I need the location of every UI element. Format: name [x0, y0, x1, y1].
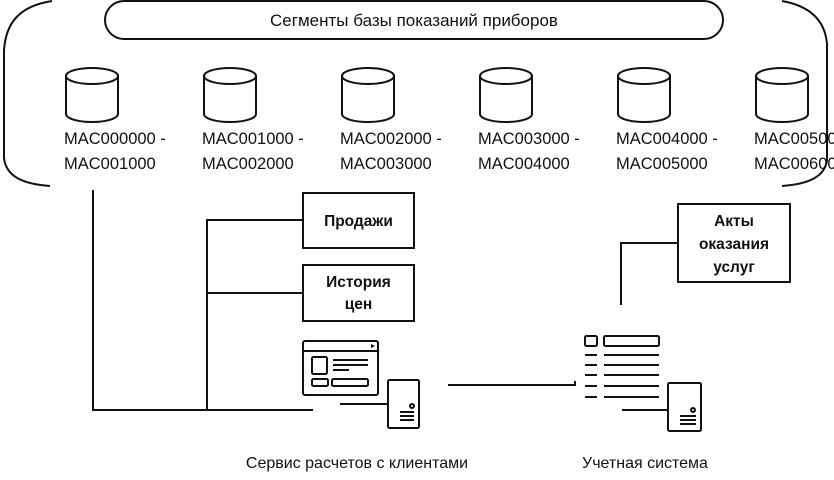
segment-range-end: MAC006000: [754, 155, 834, 173]
database-segment: MAC004000 - MAC005000: [616, 67, 718, 173]
cylinder-top: [341, 67, 395, 85]
database-segment: MAC001000 - MAC002000: [202, 67, 304, 173]
segments-container-right-bracket: [781, 0, 828, 187]
cylinder-body: [479, 76, 533, 123]
database-icon: [65, 67, 119, 123]
segment-range-end: MAC002000: [202, 155, 294, 173]
database-segment: MAC002000 - MAC003000: [340, 67, 442, 173]
app-window-frame: [302, 340, 379, 396]
app-window-icon: [302, 340, 379, 396]
service-acts-box-frame: [677, 203, 791, 283]
price-history-box: История цен: [302, 264, 415, 322]
segment-range-start: MAC004000 -: [616, 130, 718, 148]
billing-server-icon: [387, 379, 420, 429]
service-acts-label-line2: оказания: [699, 236, 769, 253]
database-icon: [479, 67, 533, 123]
database-segments: MAC000000 - MAC001000 MAC001000 - MAC002000…: [64, 67, 834, 173]
database-icon: [203, 67, 257, 123]
cylinder-body: [617, 76, 671, 123]
app-window-close-glyph: [371, 344, 375, 348]
doc-header-field: [603, 335, 660, 347]
segments-container-left-bracket: [3, 0, 53, 187]
accounting-system-label: Учетная система: [582, 455, 708, 472]
app-window-button-block: [311, 378, 329, 387]
segment-range-end: MAC001000: [64, 155, 156, 173]
database-icon: [755, 67, 809, 123]
title-pill-shape: [104, 0, 724, 40]
tables-branch-connector: [206, 219, 303, 410]
sales-box-label: Продажи: [324, 213, 393, 230]
cylinder-body: [755, 76, 809, 123]
segment-range-end: MAC003000: [340, 155, 432, 173]
app-window-input-block: [331, 378, 369, 387]
cylinder-body: [65, 76, 119, 123]
database-segment: MAC000000 - MAC001000: [64, 67, 166, 173]
server-power-led: [409, 403, 415, 409]
cylinder-body: [341, 76, 395, 123]
cylinder-top: [65, 67, 119, 85]
segment-range-start: MAC003000 -: [478, 130, 580, 148]
segment-range-end: MAC005000: [616, 155, 708, 173]
segment-range-start: MAC002000 -: [340, 130, 442, 148]
accounting-server-icon: [667, 382, 702, 432]
segment-range-start: MAC001000 -: [202, 130, 304, 148]
price-history-label-line2: цен: [345, 296, 373, 313]
price-history-box-frame: [302, 264, 415, 322]
segments-title: Сегменты базы показаний приборов: [270, 11, 558, 30]
segment-range-start: MAC005000 -: [754, 130, 834, 148]
accounting-to-acts-connector: [620, 242, 678, 305]
cylinder-top: [617, 67, 671, 85]
segments-to-billing-connector: [92, 190, 313, 411]
database-icon: [617, 67, 671, 123]
document-list-icon: [584, 335, 660, 398]
database-segment: MAC003000 - MAC004000: [478, 67, 580, 173]
app-window-image-block: [311, 356, 328, 375]
billing-service-label: Сервис расчетов с клиентами: [246, 455, 468, 472]
server-power-led: [690, 407, 696, 413]
billing-to-accounting-connector: [448, 381, 576, 386]
database-icon: [341, 67, 395, 123]
cylinder-top: [203, 67, 257, 85]
service-acts-box: Акты оказания услуг: [677, 203, 791, 283]
price-history-label-line1: История: [326, 274, 391, 291]
segment-range-start: MAC000000 -: [64, 130, 166, 148]
sales-box: Продажи: [302, 192, 415, 249]
cylinder-top: [479, 67, 533, 85]
database-segment: MAC005000 - MAC006000: [754, 67, 834, 173]
doc-rows: [585, 354, 659, 398]
segments-title-pill: Сегменты базы показаний приборов: [104, 0, 724, 40]
service-acts-label-line1: Акты: [714, 213, 754, 230]
cylinder-top: [755, 67, 809, 85]
cylinder-body: [203, 76, 257, 123]
service-acts-label-line3: услуг: [713, 259, 755, 276]
segment-range-end: MAC004000: [478, 155, 570, 173]
doc-checkbox: [584, 335, 598, 347]
sales-box-frame: [302, 192, 415, 249]
